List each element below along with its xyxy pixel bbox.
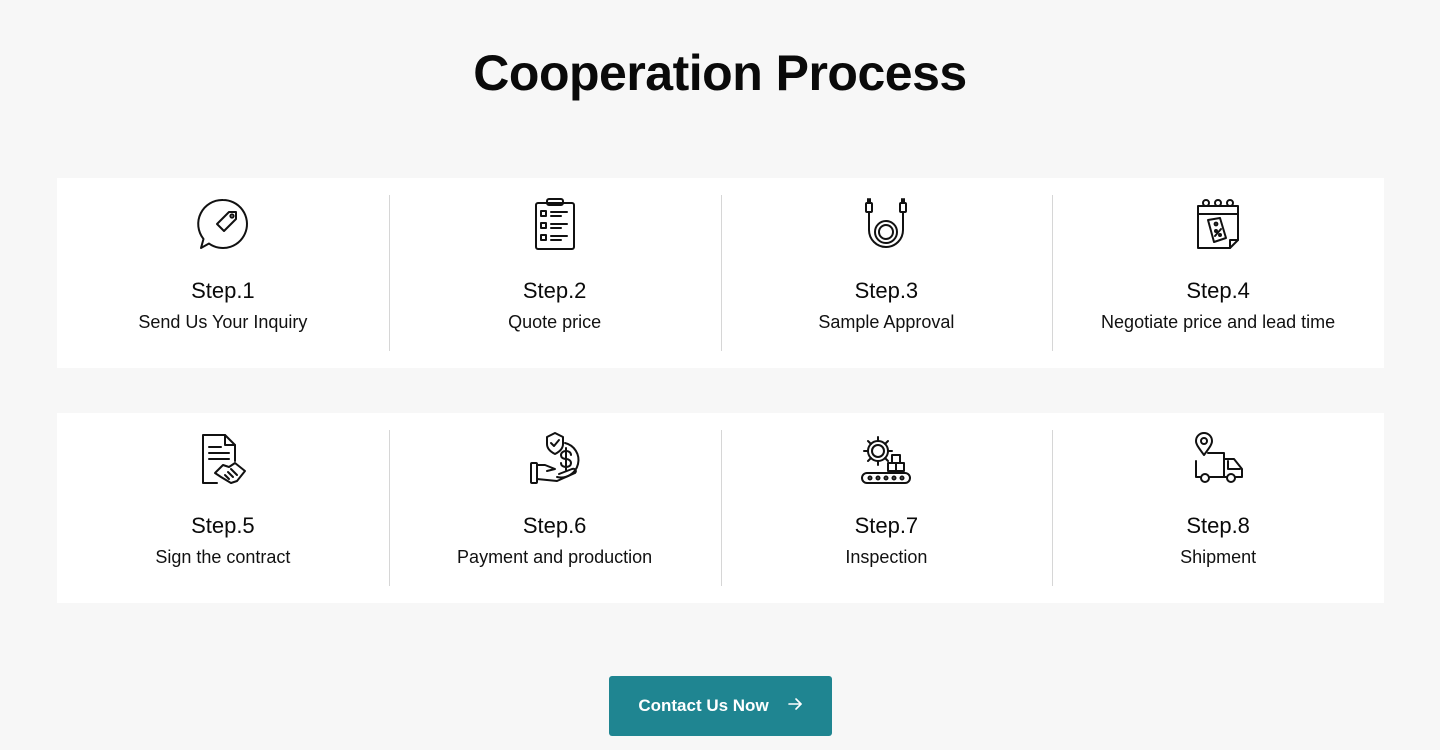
- step-description: Shipment: [1180, 547, 1257, 567]
- clipboard-checklist-icon: [525, 194, 585, 254]
- step-card-8: Step.8 Shipment: [1052, 413, 1384, 603]
- step-card-3: Step.3 Sample Approval: [720, 178, 1053, 368]
- contact-us-label: Contact Us Now: [638, 696, 769, 715]
- gear-conveyor-icon: [856, 429, 916, 489]
- cable-sample-icon: [856, 194, 916, 254]
- step-title: Step.3: [854, 278, 919, 303]
- step-title: Step.5: [191, 513, 255, 538]
- contract-handshake-icon: [193, 429, 253, 489]
- step-description: Sample Approval: [818, 312, 955, 332]
- step-description: Negotiate price and lead time: [1101, 312, 1336, 332]
- arrow-right-icon: [787, 696, 803, 717]
- step-card-2: Step.2 Quote price: [388, 178, 721, 368]
- step-card-7: Step.7 Inspection: [720, 413, 1053, 603]
- step-description: Quote price: [508, 312, 602, 332]
- step-card-4: Step.4 Negotiate price and lead time: [1052, 178, 1384, 368]
- steps-row-2: Step.5 Sign the contract Step.6 Payment …: [57, 413, 1384, 603]
- page-title: Cooperation Process: [473, 45, 967, 101]
- step-description: Send Us Your Inquiry: [138, 312, 308, 332]
- hand-money-shield-icon: [525, 429, 585, 489]
- step-title: Step.4: [1186, 278, 1250, 303]
- step-card-6: Step.6 Payment and production: [388, 413, 721, 603]
- calendar-price-tag-icon: [1188, 194, 1248, 254]
- step-description: Sign the contract: [155, 547, 291, 567]
- step-description: Inspection: [845, 547, 928, 567]
- price-tag-chat-icon: [193, 194, 253, 254]
- step-title: Step.2: [522, 278, 587, 303]
- steps-row-1: Step.1 Send Us Your Inquiry Step.2 Quote…: [57, 178, 1384, 368]
- delivery-truck-location-icon: [1188, 429, 1248, 489]
- contact-us-button[interactable]: Contact Us Now: [609, 676, 832, 736]
- step-card-1: Step.1 Send Us Your Inquiry: [57, 178, 389, 368]
- step-title: Step.6: [522, 513, 587, 538]
- step-card-5: Step.5 Sign the contract: [57, 413, 389, 603]
- step-title: Step.7: [854, 513, 919, 538]
- step-title: Step.8: [1186, 513, 1250, 538]
- step-description: Payment and production: [457, 547, 653, 567]
- step-title: Step.1: [191, 278, 255, 303]
